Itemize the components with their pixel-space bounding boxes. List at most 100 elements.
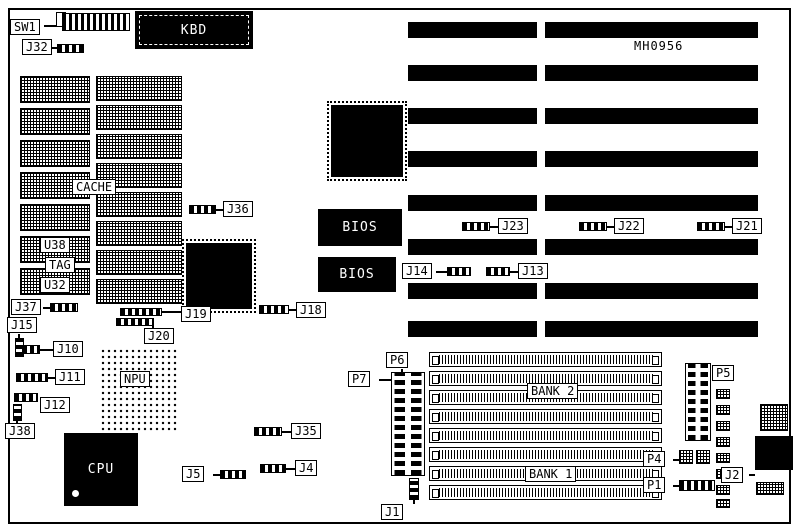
cache-sram-chip — [96, 250, 182, 275]
label-u32: U32 — [40, 277, 70, 293]
leader-line — [44, 25, 57, 27]
leader-line — [510, 271, 518, 273]
isa-slot-segment — [545, 108, 758, 124]
label-j12: J12 — [40, 397, 70, 413]
label-cache: CACHE — [72, 179, 117, 195]
label-u38: U38 — [40, 237, 70, 253]
npu-socket — [100, 348, 178, 432]
leader-line — [607, 226, 614, 228]
isa-slot-segment — [408, 321, 537, 337]
j32-pins — [57, 44, 84, 53]
isa-slot-segment — [408, 65, 537, 81]
cache-sram-chip — [20, 140, 90, 167]
label-bank2: BANK 2 — [527, 383, 579, 399]
part-number: MH0956 — [634, 39, 684, 53]
leader-line — [289, 309, 296, 311]
j22-pins — [579, 222, 607, 231]
label-j32: J32 — [22, 39, 52, 55]
cache-sram-chip — [96, 105, 182, 130]
j19-pins — [120, 308, 162, 316]
j36-pins — [189, 205, 216, 214]
component-block — [716, 405, 730, 415]
simm-socket — [429, 428, 662, 443]
leader-line — [162, 311, 181, 313]
label-j2: J2 — [721, 467, 744, 483]
leader-line — [725, 226, 732, 228]
isa-slot-segment — [545, 151, 758, 167]
chipset-chip — [182, 239, 256, 313]
label-sw1: SW1 — [10, 19, 40, 35]
j11-pins — [16, 373, 48, 382]
cache-sram-chip — [96, 279, 182, 304]
label-j13: J13 — [518, 263, 548, 279]
label-p5: P5 — [712, 365, 735, 381]
isa-slot-segment — [545, 283, 758, 299]
keyboard-edge-connector — [755, 436, 793, 470]
j14-pins — [447, 267, 471, 276]
cache-sram-chip — [20, 108, 90, 135]
simm-socket — [429, 352, 662, 367]
j13-pins — [486, 267, 510, 276]
j38-pins — [13, 404, 22, 421]
j37-pins — [50, 303, 78, 312]
edge-connector — [760, 404, 788, 431]
component-block — [716, 499, 730, 508]
leader-line — [673, 459, 679, 461]
leader-line — [490, 226, 498, 228]
label-p6: P6 — [386, 352, 409, 368]
label-j18: J18 — [296, 302, 326, 318]
pin-header-p6-p7 — [391, 372, 425, 476]
label-j23: J23 — [498, 218, 528, 234]
leader-line — [16, 421, 18, 423]
label-p1: P1 — [643, 477, 666, 493]
simm-socket — [429, 447, 662, 462]
leader-line — [436, 271, 447, 273]
leader-line — [40, 349, 53, 351]
isa-slot-segment — [408, 283, 537, 299]
isa-slot-segment — [408, 151, 537, 167]
label-tag: TAG — [45, 257, 75, 273]
leader-line — [43, 307, 50, 309]
cache-sram-chip — [96, 192, 182, 217]
cache-sram-chip — [20, 204, 90, 231]
p1-connector — [679, 480, 715, 491]
label-j15: J15 — [7, 317, 37, 333]
j4-pins — [260, 464, 286, 473]
cache-sram-chip — [96, 163, 182, 188]
leader-line — [213, 474, 220, 476]
cache-sram-chip — [96, 134, 182, 159]
dip-switch-sw1 — [62, 13, 130, 31]
label-j20: J20 — [144, 328, 174, 344]
label-bank1: BANK 1 — [525, 466, 577, 482]
j23-pins — [462, 222, 490, 231]
leader-line — [379, 379, 391, 381]
cache-sram-chip — [96, 76, 182, 101]
isa-slot-segment — [545, 239, 758, 255]
label-j37: J37 — [11, 299, 41, 315]
label-p4: P4 — [643, 451, 666, 467]
label-j1: J1 — [381, 504, 404, 520]
leader-line — [18, 334, 20, 338]
p4-connector-block — [679, 450, 693, 464]
label-npu: NPU — [120, 371, 150, 387]
leader-line — [52, 47, 57, 49]
isa-slot-segment — [545, 321, 758, 337]
leader-line — [286, 468, 295, 470]
leader-line — [48, 377, 55, 379]
label-j10: J10 — [53, 341, 83, 357]
simm-socket — [429, 485, 662, 500]
component-block — [716, 453, 730, 463]
leader-line — [401, 369, 403, 372]
component-block — [716, 485, 730, 495]
leader-line — [282, 431, 291, 433]
leader-line — [749, 474, 755, 476]
label-j22: J22 — [614, 218, 644, 234]
isa-slot-segment — [545, 22, 758, 38]
component-block — [716, 421, 730, 431]
isa-slot-segment — [408, 195, 537, 211]
leader-line — [152, 326, 154, 329]
p4-connector-block — [696, 450, 710, 464]
j1-pins — [409, 478, 419, 500]
board-outline — [8, 8, 791, 524]
